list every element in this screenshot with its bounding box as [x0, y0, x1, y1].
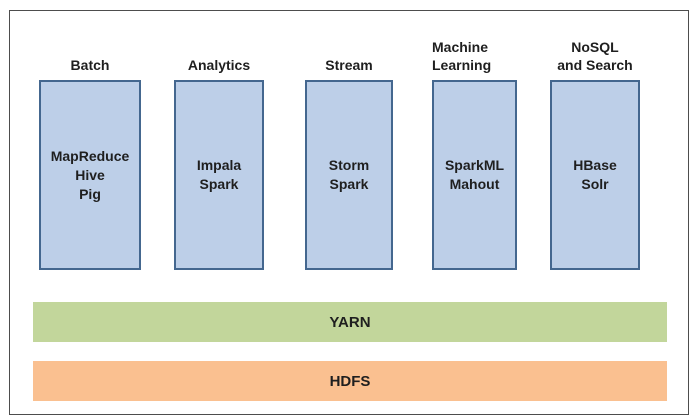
analytics-box: Impala Spark	[174, 80, 264, 270]
column-batch: Batch MapReduce Hive Pig	[39, 30, 141, 270]
box-item: Spark	[199, 176, 239, 192]
column-analytics: Analytics Impala Spark	[174, 30, 264, 270]
heading-line: Batch	[70, 57, 110, 73]
analytics-box-lines: Impala Spark	[197, 156, 241, 194]
machine-learning-heading: Machine Learning	[432, 38, 491, 74]
stream-box: Storm Spark	[305, 80, 393, 270]
yarn-layer: YARN	[33, 302, 667, 342]
hdfs-label: HDFS	[329, 372, 371, 390]
nosql-search-box-lines: HBase Solr	[573, 156, 617, 194]
stream-box-lines: Storm Spark	[329, 156, 369, 194]
heading-line: Analytics	[187, 57, 251, 73]
box-item: HBase	[573, 157, 617, 173]
box-item: Mahout	[449, 176, 500, 192]
box-item: MapReduce	[50, 147, 130, 164]
machine-learning-box-lines: SparkML Mahout	[445, 156, 504, 194]
heading-line: and Search	[557, 57, 633, 73]
hdfs-layer: HDFS	[33, 361, 667, 401]
box-item: Pig	[79, 185, 101, 202]
heading-line: Learning	[432, 57, 492, 73]
heading-line: Stream	[325, 57, 373, 73]
nosql-search-box: HBase Solr	[550, 80, 640, 270]
batch-box: MapReduce Hive Pig	[39, 80, 141, 270]
heading-line: NoSQL	[571, 39, 619, 55]
nosql-search-heading: NoSQL and Search	[557, 38, 632, 74]
box-item: Impala	[196, 157, 242, 173]
machine-learning-box: SparkML Mahout	[432, 80, 517, 270]
yarn-label: YARN	[329, 313, 371, 331]
batch-box-lines: MapReduce Hive Pig	[51, 147, 130, 204]
batch-heading: Batch	[71, 56, 110, 74]
heading-line: Machine	[432, 39, 489, 55]
column-machine-learning: Machine Learning SparkML Mahout	[432, 30, 517, 270]
column-nosql-search: NoSQL and Search HBase Solr	[550, 30, 640, 270]
box-item: Hive	[75, 166, 105, 183]
stream-heading: Stream	[325, 56, 372, 74]
analytics-heading: Analytics	[188, 56, 250, 74]
box-item: SparkML	[444, 157, 505, 173]
box-item: Storm	[328, 157, 370, 173]
box-item: Solr	[581, 176, 609, 192]
column-stream: Stream Storm Spark	[305, 30, 393, 270]
box-item: Spark	[329, 176, 369, 192]
diagram-frame	[9, 10, 689, 415]
